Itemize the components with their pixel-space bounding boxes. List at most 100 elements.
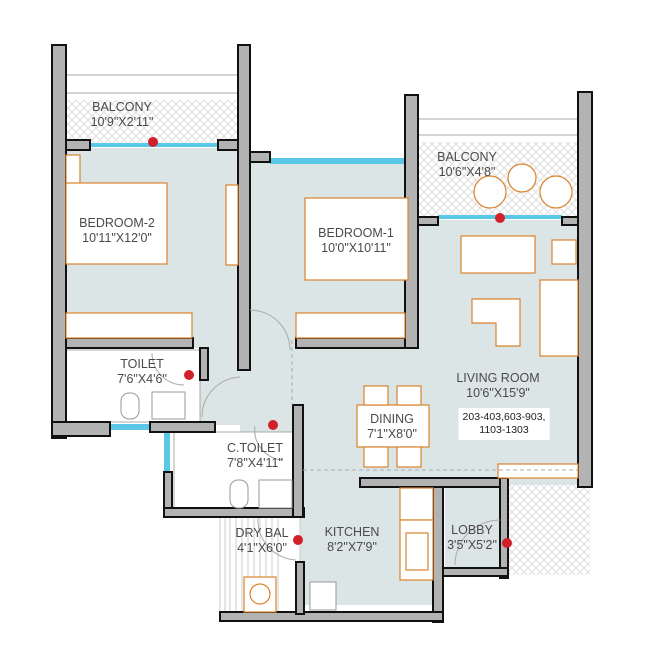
bed-1 [304,197,409,281]
marker-icon [293,535,303,545]
wall-c-toilet-right [292,404,304,518]
fridge [399,487,434,521]
sofa-side [539,279,579,357]
door-swings [151,309,578,566]
balcony-table [507,163,537,193]
room-size: 10'9"X2'11" [90,115,154,129]
room-name: BEDROOM-2 [79,216,155,230]
sink [309,581,337,611]
wall-toilet-bottom-2 [149,421,216,433]
room-name: C.TOILET [226,441,284,455]
dining-chair [396,385,422,406]
wardrobe-2 [65,312,193,339]
wall-toilet-bottom [51,421,111,437]
lobby-floor [445,480,500,575]
door-toilet [151,352,185,386]
bed-2 [65,182,168,265]
wall-bedroom-1-corner [249,151,271,163]
room-size: 10'11"X12'0" [82,231,152,245]
room-name: DRY BAL [235,526,289,540]
sofa [460,235,536,274]
room-name: LIVING ROOM [456,371,540,385]
location-markers [148,137,512,548]
wardrobe-1 [295,312,406,339]
wall-bedroom-2-bottom [65,337,194,349]
marker-icon [502,538,512,548]
room-size: 7'1"X8'0" [367,427,417,441]
dining-table [356,404,430,448]
room-name: BALCONY [92,100,152,114]
note-line: 1103-1303 [479,424,529,436]
dining-chair [363,385,389,406]
marker-icon [148,137,158,147]
wall-kitchen-right [432,486,444,623]
door-c-toilet [254,425,284,461]
unit-numbers-note: 203-403,603-903,1103-1303 [458,408,550,440]
wall-left [51,44,67,439]
room-name: TOILET [120,357,164,371]
room-size: 10'0"X10'11" [321,241,391,255]
basin-toilet [151,391,186,420]
wall-balcony-1-left [417,216,439,226]
window-c-toilet [164,432,170,472]
door-bedroom-1 [249,309,291,351]
wall-c-toilet-bottom [163,507,305,518]
sanitary [120,391,337,611]
coffee-table [471,298,521,347]
marker-icon [495,213,505,223]
wc-c-toilet [229,479,249,509]
wall-kitchen-top [359,477,501,488]
wall-dry-bal [295,561,305,615]
wall-lobby-bottom [442,567,509,577]
note-line: 203-403,603-903, [462,411,546,423]
furniture [65,154,579,613]
basin-c-toilet [258,479,293,509]
tv-unit-living [497,463,579,479]
marker-icon [268,420,278,430]
room-size: 4'1"X6'0" [237,541,287,555]
washing-machine-drum [249,583,271,605]
dining-chair [363,446,389,468]
shaft-area [505,485,590,575]
door-bedroom-2 [201,376,241,418]
room-name: BALCONY [437,150,497,164]
room-name: BEDROOM-1 [318,226,394,240]
wall-balcony-2-right [217,139,241,151]
wall-right [577,91,593,488]
wall-lobby-right [499,477,509,579]
room-name: DINING [370,412,414,426]
window-toilet [110,424,150,430]
dining-chair [396,446,422,468]
side-table [551,239,577,265]
balcony-chair [539,175,573,209]
wall-bottom [219,611,444,622]
room-size: 10'6"X15'9" [466,386,530,400]
room-size: 7'6"X4'6" [117,372,167,386]
marker-icon [184,370,194,380]
wall-balcony-2-left [65,139,91,151]
door-lobby [454,519,501,566]
door-dry-bal [257,517,297,561]
window-bedroom-1 [270,158,410,164]
room-size: 8'2"X7'9" [327,540,377,554]
hob [405,532,429,571]
wall-bedrooms [237,44,251,371]
room-name: KITCHEN [324,525,380,539]
wc-toilet [120,392,140,420]
room-size: 10'6"X4'8" [438,165,496,179]
balcony-chair [473,175,507,209]
room-name: LOBBY [451,523,493,537]
